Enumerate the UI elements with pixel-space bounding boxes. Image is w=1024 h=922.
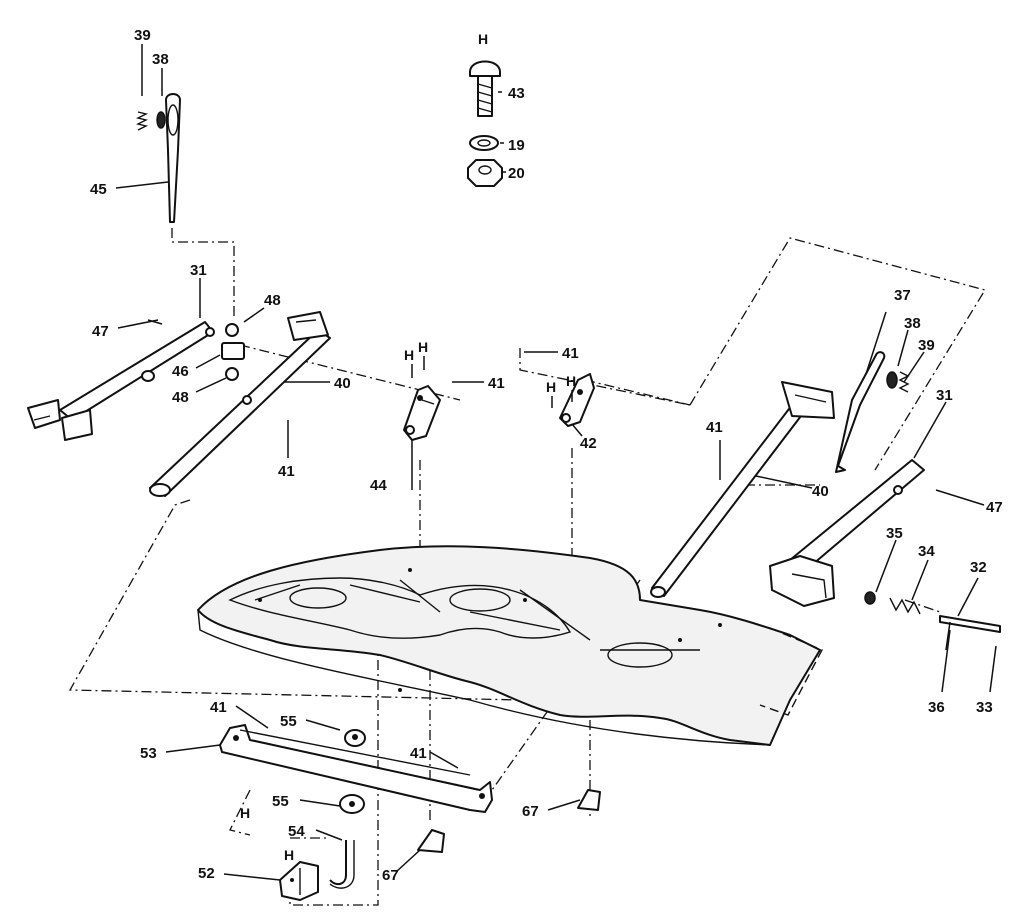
callout-31: 31 <box>190 262 207 279</box>
callout-54: 54 <box>288 823 305 840</box>
callout-53: 53 <box>140 745 157 762</box>
callout-43: 43 <box>508 85 525 102</box>
deck-brackets <box>417 789 601 853</box>
callout-45: 45 <box>90 181 107 198</box>
callout-33: 33 <box>976 699 993 716</box>
front-hanger-bracket <box>219 724 493 814</box>
callout-36: 36 <box>928 699 945 716</box>
callout-40: 40 <box>812 483 829 500</box>
rear-bracket <box>279 861 319 901</box>
callout-41: 41 <box>488 375 505 392</box>
callout-55: 55 <box>272 793 289 810</box>
callout-42: 42 <box>580 435 597 452</box>
callout-32: 32 <box>970 559 987 576</box>
hardware-marker: H <box>566 373 576 389</box>
callout-41: 41 <box>210 699 227 716</box>
hardware-markers: H H H H H H H <box>240 31 576 863</box>
callout-34: 34 <box>918 543 935 560</box>
callout-47: 47 <box>92 323 109 340</box>
callout-38: 38 <box>152 51 169 68</box>
hanger-hook <box>329 840 355 889</box>
hardware-marker: H <box>478 31 488 47</box>
callout-20: 20 <box>508 165 525 182</box>
callout-47: 47 <box>986 499 1003 516</box>
leader-lines <box>115 44 997 881</box>
callout-39: 39 <box>918 337 935 354</box>
mower-deck <box>197 545 823 746</box>
right-lift-arms <box>650 351 925 607</box>
callout-67: 67 <box>382 867 399 884</box>
callout-48: 48 <box>172 389 189 406</box>
callout-40: 40 <box>334 375 351 392</box>
hardware-marker: H <box>240 805 250 821</box>
callout-41: 41 <box>562 345 579 362</box>
callout-48: 48 <box>264 292 281 309</box>
carriage-bolt-set <box>467 60 503 187</box>
hardware-marker: H <box>284 847 294 863</box>
callout-55: 55 <box>280 713 297 730</box>
left-lift-arms <box>27 311 331 497</box>
callout-39: 39 <box>134 27 151 44</box>
hardware-marker: H <box>418 339 428 355</box>
callout-41: 41 <box>410 745 427 762</box>
hardware-marker: H <box>546 379 556 395</box>
callout-31: 31 <box>936 387 953 404</box>
callout-44: 44 <box>370 477 387 494</box>
adjustment-rod-assembly <box>864 591 1001 651</box>
callout-19: 19 <box>508 137 525 154</box>
callout-52: 52 <box>198 865 215 882</box>
callout-labels: 39 38 45 31 47 48 46 48 40 41 43 19 20 4… <box>90 27 1003 884</box>
callout-41: 41 <box>706 419 723 436</box>
callout-46: 46 <box>172 363 189 380</box>
front-link-bracket-left <box>403 385 441 441</box>
lift-link-rod <box>135 93 181 223</box>
callout-37: 37 <box>894 287 911 304</box>
front-link-bracket-right <box>559 373 595 427</box>
callout-67: 67 <box>522 803 539 820</box>
hardware-marker: H <box>404 347 414 363</box>
callout-35: 35 <box>886 525 903 542</box>
callout-38: 38 <box>904 315 921 332</box>
callout-41: 41 <box>278 463 295 480</box>
